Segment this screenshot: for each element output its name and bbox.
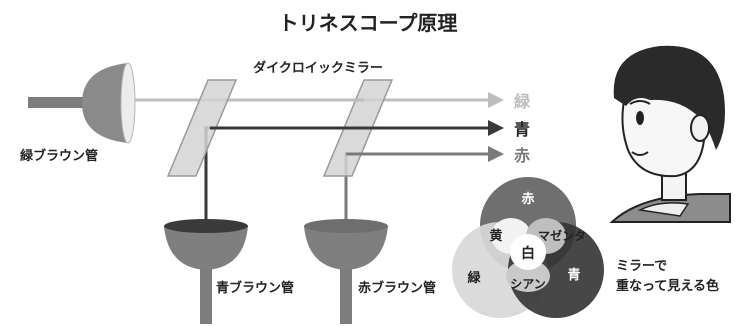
blue-crt-bulb	[164, 226, 248, 270]
blue-crt-screen	[164, 219, 248, 233]
venn-label-magenta: マゼンタ	[538, 228, 586, 243]
viewer-illustration	[609, 45, 731, 223]
green-crt-bulb	[82, 63, 128, 143]
red-arrowhead	[488, 146, 504, 162]
dichroic-mirror-1	[166, 79, 238, 177]
venn-label-cyan: シアン	[510, 277, 546, 291]
red-beam	[344, 152, 492, 222]
caption-line-1: ミラーで	[616, 259, 667, 274]
venn-label-red: 赤	[521, 191, 534, 207]
green-arrowhead	[488, 92, 504, 108]
viewer-ear	[690, 114, 710, 142]
green-crt-neck	[28, 97, 108, 108]
venn-label-blue: 青	[567, 267, 580, 283]
caption-line-2: 重なって見える色	[616, 278, 719, 294]
venn-label-white: 白	[521, 245, 535, 262]
blue-crt-label: 青ブラウン管	[216, 280, 294, 296]
diagram-title: トリネスコープ原理	[279, 11, 458, 35]
red-crt-screen	[304, 219, 388, 233]
blue-arrowhead	[488, 120, 504, 136]
arrow-label-blue: 青	[514, 120, 530, 139]
blue-crt	[164, 219, 248, 324]
venn-white-region	[510, 234, 546, 270]
red-crt-label: 赤ブラウン管	[358, 280, 436, 296]
arrow-label-red: 赤	[514, 146, 530, 165]
red-crt	[304, 219, 388, 324]
green-crt-screen	[120, 62, 136, 144]
venn-label-yellow: 黄	[489, 228, 502, 244]
green-crt-label: 緑ブラウン管	[20, 148, 98, 164]
red-crt-neck	[340, 262, 352, 324]
dichroic-mirror-label: ダイクロイックミラー	[253, 60, 383, 76]
green-crt	[28, 62, 136, 144]
viewer-hair	[613, 45, 725, 150]
viewer-mouth	[631, 151, 649, 156]
venn-label-green: 緑	[467, 270, 481, 286]
color-venn-diagram	[452, 177, 604, 318]
venn-cyan-region	[506, 260, 550, 292]
red-crt-bulb	[304, 226, 388, 270]
arrow-label-green: 緑	[514, 92, 531, 111]
blue-crt-neck	[200, 262, 212, 324]
viewer-eyebrow	[629, 100, 651, 105]
viewer-eye	[636, 111, 644, 125]
viewer-collar	[637, 202, 690, 217]
